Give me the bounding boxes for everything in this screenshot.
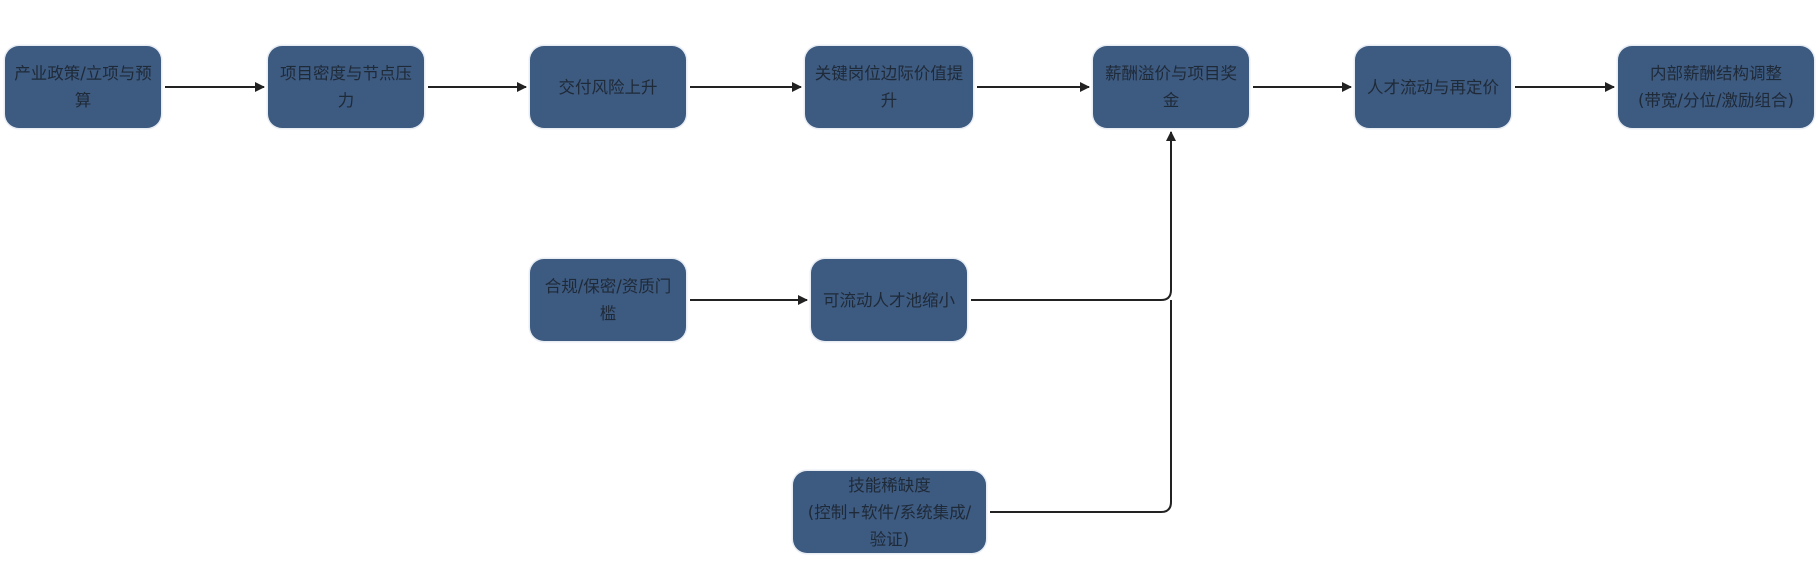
node-label: 交付风险上升 bbox=[558, 77, 658, 97]
node-label: 人才流动与再定价 bbox=[1367, 77, 1499, 97]
node-talent-pool-shrink: 可流动人才池缩小 bbox=[811, 259, 967, 341]
node-label: 合规/保密/资质门 槛 bbox=[544, 277, 672, 323]
node-label: 可流动人才池缩小 bbox=[823, 290, 955, 310]
node-key-role-value: 关键岗位边际价值提 升 bbox=[805, 46, 973, 128]
node-label: 薪酬溢价与项目奖 金 bbox=[1105, 64, 1237, 110]
node-label: 产业政策/立项与预 算 bbox=[14, 64, 152, 110]
node-project-density: 项目密度与节点压 力 bbox=[268, 46, 424, 128]
node-label: 技能稀缺度 (控制+软件/系统集成/ 验证) bbox=[807, 475, 972, 549]
node-salary-premium: 薪酬溢价与项目奖 金 bbox=[1093, 46, 1249, 128]
edge-n10-n5 bbox=[990, 300, 1172, 513]
edge-n9-n5 bbox=[971, 131, 1176, 301]
node-label: 内部薪酬结构调整 (带宽/分位/激励组合) bbox=[1638, 64, 1794, 110]
node-label: 关键岗位边际价值提 升 bbox=[814, 64, 964, 110]
node-delivery-risk: 交付风险上升 bbox=[530, 46, 686, 128]
node-internal-pay-structure: 内部薪酬结构调整 (带宽/分位/激励组合) bbox=[1618, 46, 1814, 128]
node-industry-policy: 产业政策/立项与预 算 bbox=[5, 46, 161, 128]
node-skill-scarcity: 技能稀缺度 (控制+软件/系统集成/ 验证) bbox=[793, 471, 986, 553]
node-compliance-threshold: 合规/保密/资质门 槛 bbox=[530, 259, 686, 341]
node-talent-mobility: 人才流动与再定价 bbox=[1355, 46, 1511, 128]
node-label: 项目密度与节点压 力 bbox=[280, 64, 412, 110]
